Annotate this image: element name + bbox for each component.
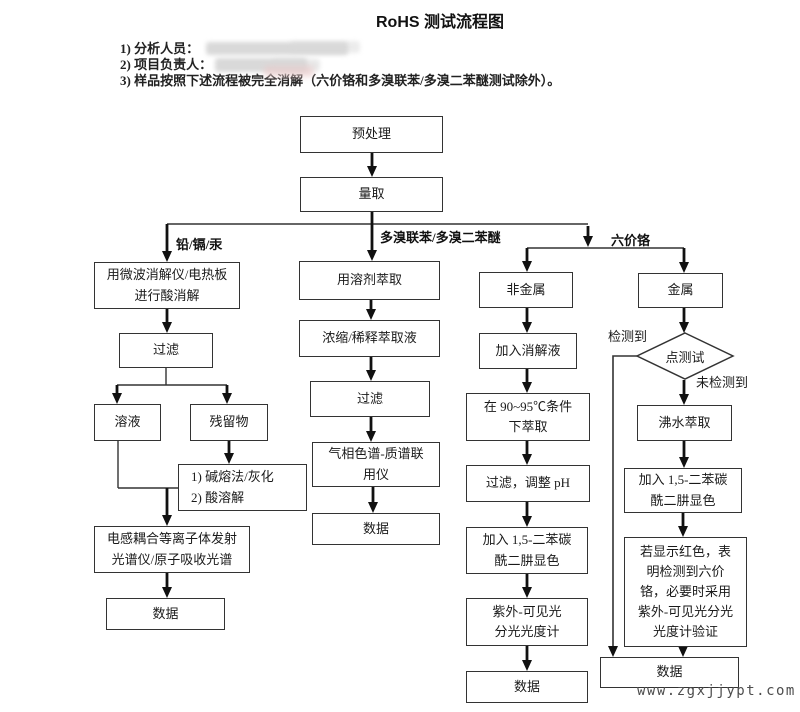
node-data-middle: 数据 <box>312 513 440 545</box>
note-project-lead: 2) 项目负责人： <box>120 57 213 72</box>
node-data-metal: 数据 <box>600 657 739 688</box>
label-detected: 检测到 <box>608 329 648 344</box>
node-metal: 金属 <box>638 273 723 308</box>
node-icp-aas: 电感耦合等离子体发射 光谱仪/原子吸收光谱 <box>94 526 250 573</box>
node-pretreatment: 预处理 <box>300 116 443 153</box>
branch-label-lead-cadmium-mercury: 铅/镉/汞 <box>176 237 223 252</box>
node-data-left: 数据 <box>106 598 225 630</box>
branch-label-pbb-pbde: 多溴联苯/多溴二苯醚 <box>380 230 501 245</box>
redaction-smudge-pink <box>264 66 314 77</box>
note-analyst: 1) 分析人员： <box>120 41 200 56</box>
node-solution: 溶液 <box>94 404 161 441</box>
redaction-blur-analyst-2 <box>290 41 360 53</box>
spot-test-diamond <box>635 332 735 380</box>
label-not-detected: 未检测到 <box>696 375 749 390</box>
node-uv-vis-spectrophotometer: 紫外-可见光 分光光度计 <box>466 598 588 646</box>
node-data-nonmetal: 数据 <box>466 671 588 703</box>
node-extract-90-95: 在 90~95℃条件 下萃取 <box>466 393 590 441</box>
page-title: RoHS 测试流程图 <box>375 14 504 31</box>
detected-bypass-line <box>608 355 637 657</box>
node-concentrate-dilute: 浓缩/稀释萃取液 <box>299 320 440 357</box>
branch-label-hexavalent-chromium: 六价铬 <box>611 233 651 248</box>
node-measure: 量取 <box>300 177 443 212</box>
node-acid-digestion: 用微波消解仪/电热板 进行酸消解 <box>94 262 240 309</box>
branch-lines <box>117 223 684 489</box>
node-spot-test-label: 点测试 <box>665 350 705 365</box>
note-sample-procedure: 3) 样品按照下述流程被完全消解（六价铬和多溴联苯/多溴二苯醚测试除外）。 <box>120 73 561 88</box>
node-residue: 残留物 <box>190 404 268 441</box>
node-boiling-water-extraction: 沸水萃取 <box>637 405 732 441</box>
node-solvent-extraction: 用溶剂萃取 <box>299 261 440 300</box>
flow-arrows <box>112 153 689 671</box>
node-red-color-check: 若显示红色，表 明检测到六价 铬，必要时采用 紫外-可见光分光 光度计验证 <box>624 537 747 647</box>
node-filter-middle: 过滤 <box>310 381 430 417</box>
node-diphenylcarbazide-nonmetal: 加入 1,5-二苯碳 酰二肼显色 <box>466 527 588 574</box>
node-add-digestion-solution: 加入消解液 <box>479 333 577 369</box>
node-alkali-fusion: 1) 碱熔法/灰化 2) 酸溶解 <box>178 464 307 511</box>
node-diphenylcarbazide-metal: 加入 1,5-二苯碳 酰二肼显色 <box>624 468 742 513</box>
watermark-text: www.zgxjjypt.com <box>637 683 796 699</box>
node-filter-adjust-ph: 过滤，调整 pH <box>466 465 590 502</box>
node-filter-left: 过滤 <box>119 333 213 368</box>
node-nonmetal: 非金属 <box>479 272 573 308</box>
node-gc-ms: 气相色谱-质谱联 用仪 <box>312 442 440 487</box>
